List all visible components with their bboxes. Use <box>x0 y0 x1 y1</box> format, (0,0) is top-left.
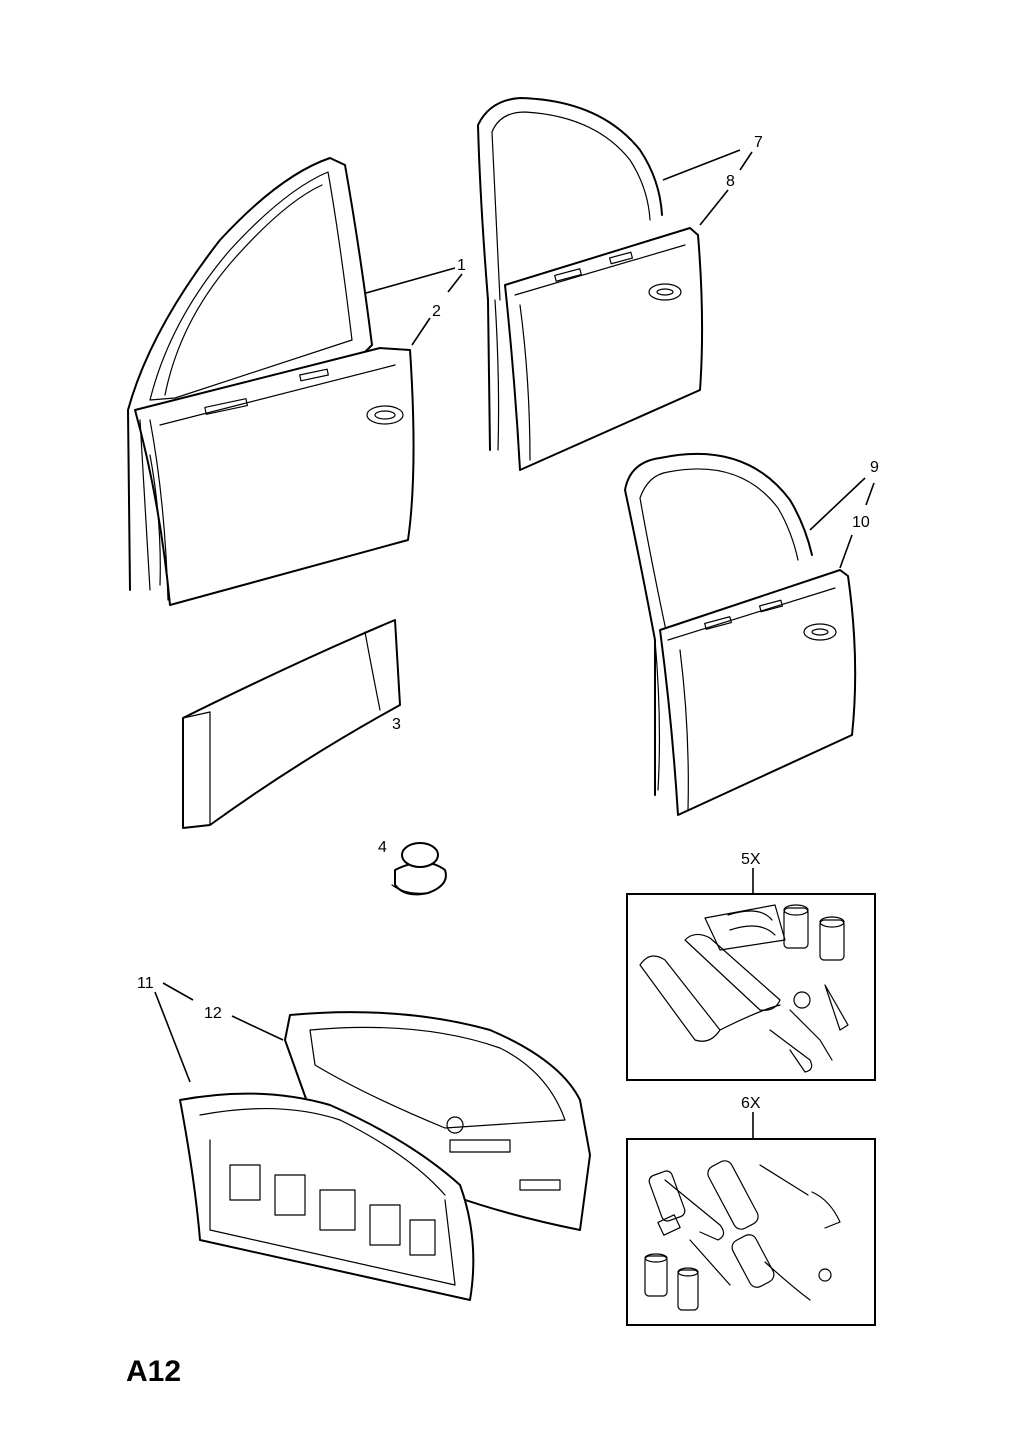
front-door-assembly <box>127 157 415 606</box>
leader-lines <box>154 149 875 1139</box>
callout-1: 1 <box>457 257 466 274</box>
callout-7: 7 <box>754 134 763 151</box>
rear-door-lower-assembly <box>624 452 857 816</box>
callout-4: 4 <box>378 839 387 856</box>
callout-12: 12 <box>204 1005 222 1022</box>
callout-10: 10 <box>852 514 870 531</box>
kit-5x <box>626 893 876 1081</box>
callout-5x: 5X <box>741 851 761 868</box>
callout-2: 2 <box>432 303 441 320</box>
plug-part <box>391 842 447 896</box>
door-pad-part <box>182 619 401 829</box>
callout-9: 9 <box>870 459 879 476</box>
callout-11: 11 <box>137 975 154 992</box>
callout-3: 3 <box>392 716 401 733</box>
page-code: A12 <box>126 1355 181 1388</box>
rear-door-upper-assembly <box>477 97 704 471</box>
kit-6x <box>626 1138 876 1326</box>
tailgate-assembly <box>179 1011 591 1301</box>
callout-8: 8 <box>726 173 735 190</box>
callout-6x: 6X <box>741 1095 761 1112</box>
